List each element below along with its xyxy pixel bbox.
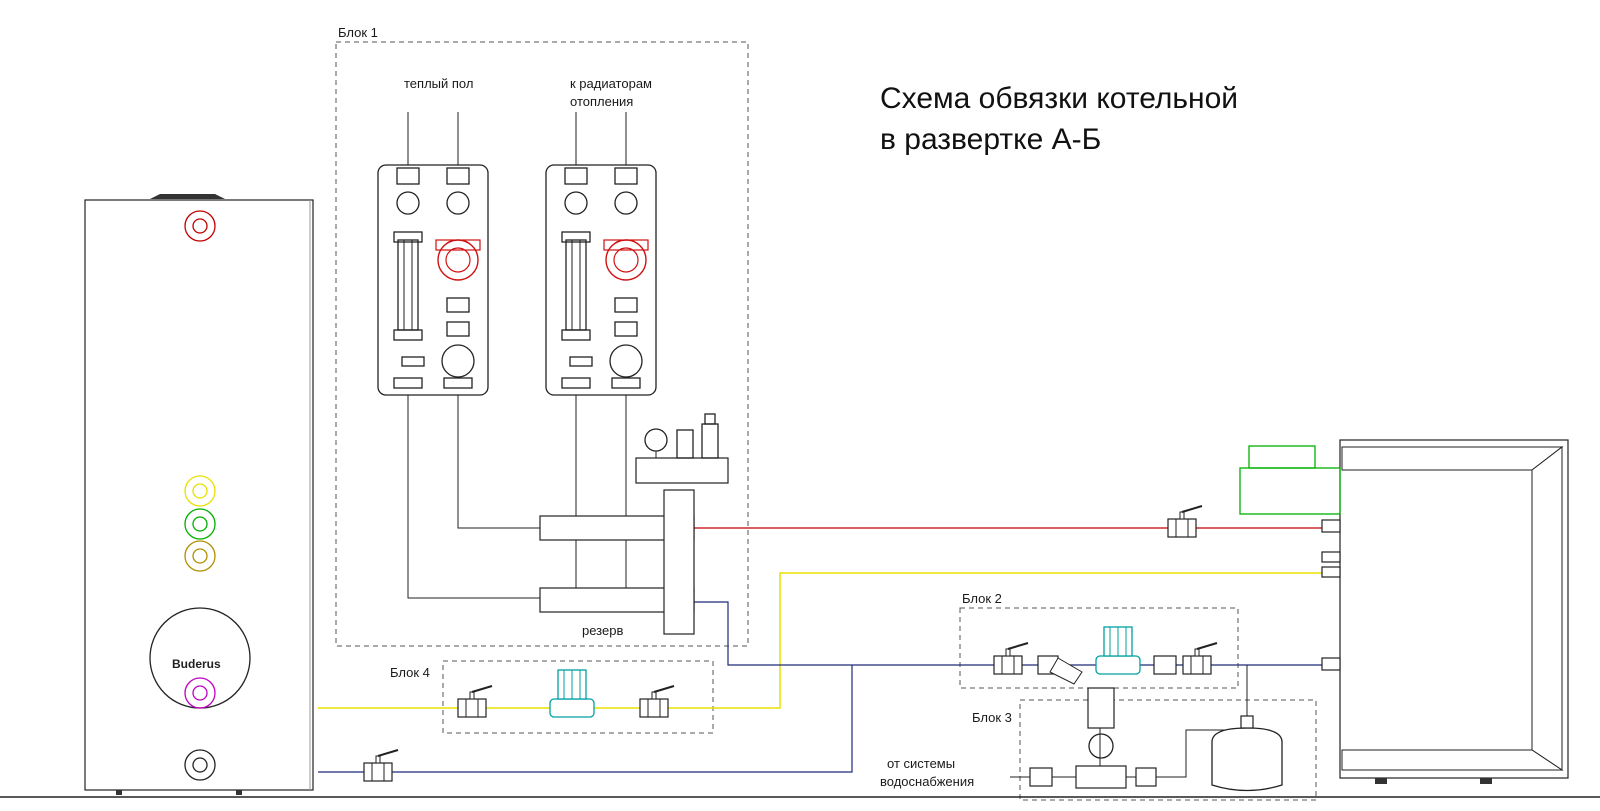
block-2-boundary: [959, 607, 1239, 689]
water-supply-label-line-1: от системы: [887, 756, 955, 771]
block-2-label: Блок 2: [962, 591, 1002, 606]
block-1-label: Блок 1: [338, 25, 378, 40]
storage-tank: [84, 194, 314, 795]
block-1-boundary: [335, 41, 749, 647]
block-3-expansion-tank: [1211, 715, 1283, 792]
diagram-title-line-1: Схема обвязки котельной: [880, 82, 1238, 115]
floor-heating-label: теплый пол: [404, 76, 473, 91]
valve-tank-return: [363, 749, 399, 782]
radiators-label-line-2: отопления: [570, 94, 633, 109]
gas-boiler: [1321, 439, 1569, 784]
pump-group-floor-heating: [377, 164, 489, 396]
block-4-circulation-pump: [549, 669, 595, 718]
radiators-label-line-1: к радиаторам: [570, 76, 652, 91]
water-supply-label-line-2: водоснабжения: [880, 774, 974, 789]
diagram-title-line-2: в развертке А-Б: [880, 123, 1101, 156]
block-2-circulation-pump: [1095, 626, 1141, 675]
block-2-strainer: [1037, 655, 1177, 685]
block-4-valve-right: [639, 685, 675, 718]
block-2-valve-right: [1182, 642, 1218, 675]
block-4-valve-left: [457, 685, 493, 718]
hydraulic-manifold: [539, 489, 695, 635]
block-4-boundary: [442, 660, 714, 734]
valve-supply-red-line: [1167, 505, 1203, 538]
safety-group: [635, 413, 729, 484]
reserve-label: резерв: [582, 623, 623, 638]
block-2-valve-left: [993, 642, 1029, 675]
tank-brand-logo: Buderus: [172, 657, 221, 671]
block-3-boundary: [1019, 699, 1317, 801]
block-3-pressure-reducer: [1029, 687, 1157, 789]
block-4-label: Блок 4: [390, 665, 430, 680]
block-3-label: Блок 3: [972, 710, 1012, 725]
pump-group-radiators: [545, 164, 657, 396]
pipe-lines: [199, 112, 1334, 778]
boiler-connection-group: [1239, 445, 1341, 515]
